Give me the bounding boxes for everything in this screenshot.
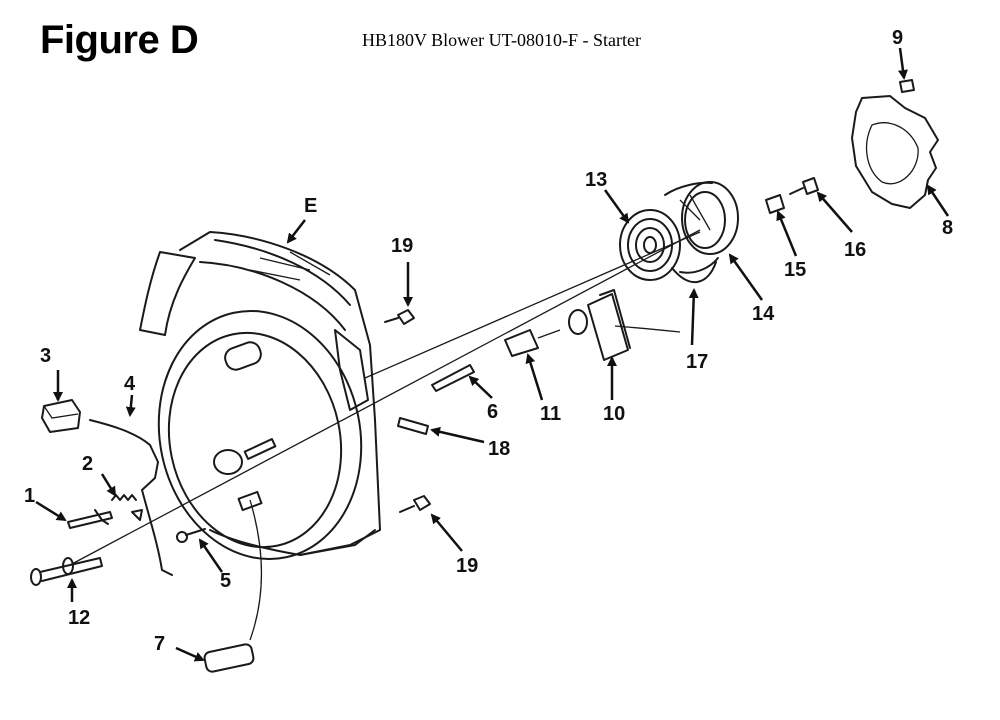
blower-housing: [139, 231, 381, 561]
part-9-screw: [899, 79, 915, 93]
label-1: 1: [24, 485, 35, 507]
label-15: 15: [784, 259, 806, 281]
callout-arrows: [35, 47, 950, 662]
part-13-recoil-spring: [619, 209, 681, 281]
label-E: E: [304, 195, 317, 217]
label-4: 4: [124, 373, 136, 395]
part-4-lever: [89, 419, 173, 576]
label-9: 9: [892, 27, 903, 49]
assembly-axis-line-upper: [364, 231, 701, 379]
label-14: 14: [752, 303, 775, 325]
label-19-lower: 19: [456, 555, 478, 577]
label-12: 12: [68, 607, 90, 629]
label-18: 18: [488, 438, 510, 460]
part-11-grommet: [504, 329, 561, 357]
part-10-starter-handle: [568, 289, 681, 361]
part-2-spring: [111, 494, 137, 501]
label-16: 16: [844, 239, 866, 261]
part-5-screw: [176, 528, 206, 543]
part-14-pulley: [664, 181, 739, 255]
part-19-screw-upper: [384, 309, 415, 325]
label-17: 17: [686, 351, 708, 373]
label-13: 13: [585, 169, 607, 191]
label-11: 11: [540, 403, 561, 425]
label-10: 10: [603, 403, 625, 425]
part-15-spacer: [765, 194, 785, 214]
label-7: 7: [154, 633, 165, 655]
part-19-screw-lower: [399, 495, 431, 513]
part-7-pad: [203, 643, 255, 673]
part-17-rope: [671, 257, 719, 284]
label-3: 3: [40, 345, 51, 367]
figure-subtitle: HB180V Blower UT-08010-F - Starter: [362, 30, 641, 50]
part-16-screw: [789, 177, 819, 195]
part-1-pin: [67, 509, 113, 529]
part-3-block: [41, 399, 81, 433]
part-12-bolt: [30, 557, 103, 586]
label-2: 2: [82, 453, 93, 475]
label-19-upper: 19: [391, 235, 413, 257]
part-18-screw: [397, 417, 429, 435]
part-6-screw: [431, 364, 475, 392]
figure-title: Figure D: [40, 18, 199, 62]
assembly-axis-line: [69, 229, 701, 566]
label-5: 5: [220, 570, 231, 592]
label-8: 8: [942, 217, 953, 239]
label-6: 6: [487, 401, 498, 423]
part-8-gasket: [851, 95, 939, 209]
